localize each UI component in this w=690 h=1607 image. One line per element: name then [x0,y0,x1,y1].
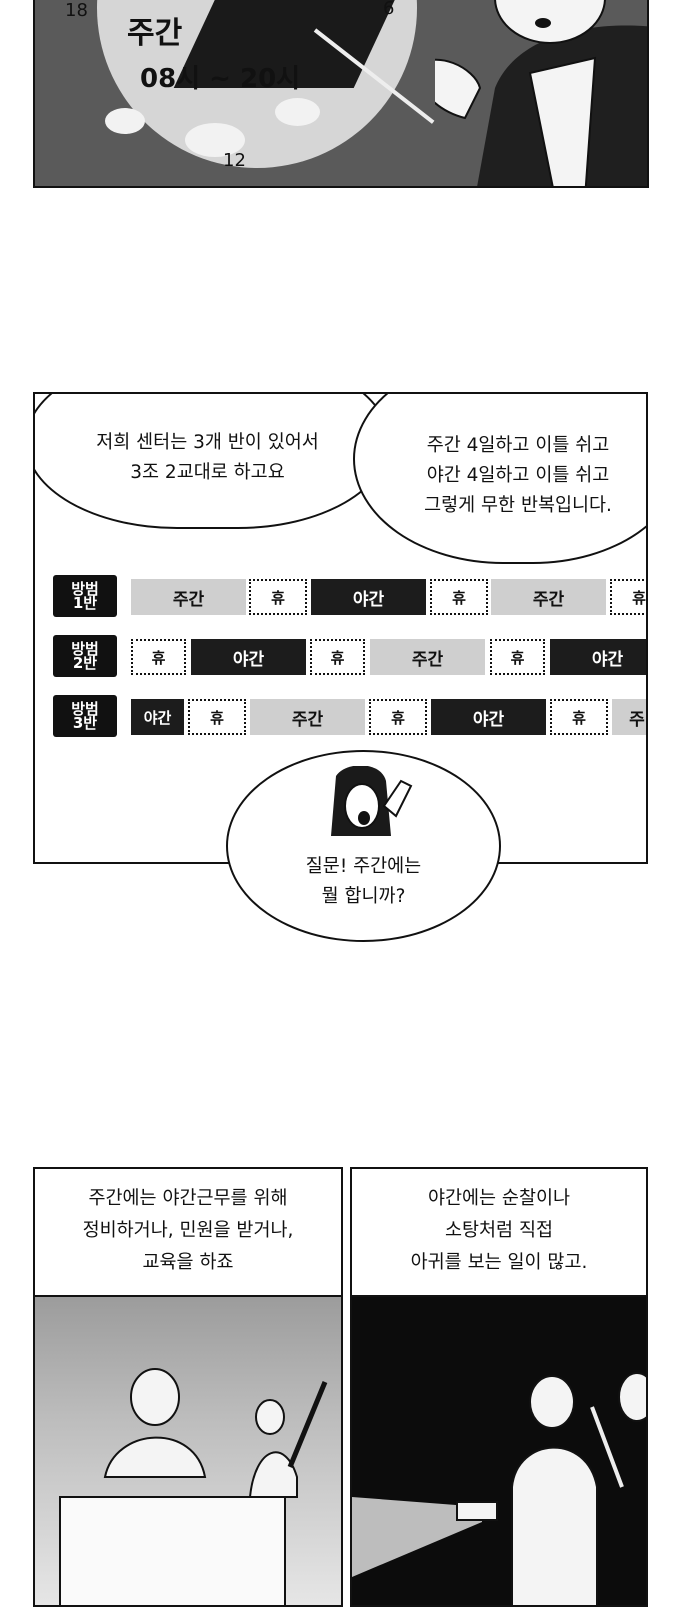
shift-hours: 08시 ~ 20시 [140,64,301,94]
speech-bubble-teams: 저희 센터는 3개 반이 있어서 3조 2교대로 하고요 [35,394,390,529]
segment-off: 휴 [550,699,608,735]
segment-day: 주간 [491,579,606,615]
panel-day-duty: 주간에는 야간근무를 위해 정비하거나, 민원을 받거나, 교육을 하죠 [33,1167,343,1607]
speech-bubble-question: 질문! 주간에는 뭘 합니까? [226,750,501,942]
patrol-illustration [352,1372,646,1605]
schedule-row-team3: 방범 3반 야간 휴 주간 휴 야간 휴 주 [53,695,646,737]
bubble-line: 그렇게 무한 반복입니다. [424,495,612,516]
panel-night-duty: 야간에는 순찰이나 소탕처럼 직접 아귀를 보는 일이 많고. [350,1167,648,1607]
clock-number-12: 12 [223,150,246,171]
caption-line: 아귀를 보는 일이 많고. [410,1252,588,1273]
segment-day: 주간 [250,699,365,735]
team-badge: 방범 3반 [53,695,117,737]
segment-off: 휴 [369,699,427,735]
bubble-line: 야간 4일하고 이틀 쉬고 [426,465,610,486]
bubble-line: 3조 2교대로 하고요 [130,462,285,483]
segment-night: 야간 [191,639,306,675]
segment-off: 휴 [188,699,246,735]
bubble-line: 저희 센터는 3개 반이 있어서 [96,432,319,453]
segment-day: 주 [612,699,646,735]
bubble-line: 뭘 합니까? [321,886,406,907]
cloud-illustration [105,108,145,134]
cloud-illustration [275,98,320,126]
speech-bubble-rotation: 주간 4일하고 이틀 쉬고 야간 4일하고 이틀 쉬고 그렇게 무한 반복입니다… [353,394,646,564]
cloud-illustration [185,123,245,157]
caption-box: 주간에는 야간근무를 위해 정비하거나, 민원을 받거나, 교육을 하죠 [35,1169,341,1297]
segment-off: 휴 [249,579,307,615]
student-illustration [331,766,413,836]
segment-off: 휴 [430,579,488,615]
segment-night: 야간 [431,699,546,735]
caption-line: 주간에는 야간근무를 위해 [88,1188,288,1209]
segment-day: 주간 [131,579,246,615]
segment-off: 휴 [610,579,646,615]
bubble-line: 질문! 주간에는 [305,856,422,877]
office-illustration [59,1368,328,1605]
segment-night: 야간 [311,579,426,615]
clock-number-18: 18 [65,0,88,21]
officer-illustration [435,0,647,186]
segment-night: 야간 [550,639,646,675]
caption-box: 야간에는 순찰이나 소탕처럼 직접 아귀를 보는 일이 많고. [352,1169,646,1297]
schedule-row-team1: 방범 1반 주간 휴 야간 휴 주간 휴 [53,575,646,617]
segment-off: 휴 [131,639,186,675]
segment-day: 주간 [370,639,485,675]
clock-number-6: 6 [383,0,395,19]
shift-label: 주간 [127,16,183,51]
segment-night: 야간 [131,699,184,735]
office-scene [35,1297,341,1605]
caption-line: 야간에는 순찰이나 [427,1188,571,1209]
team-badge: 방범 2반 [53,635,117,677]
caption-line: 교육을 하죠 [142,1252,234,1273]
panel-clock: 18 6 12 주간 08시 ~ 20시 [33,0,649,188]
caption-line: 정비하거나, 민원을 받거나, [82,1220,294,1241]
schedule-row-team2: 방범 2반 휴 야간 휴 주간 휴 야간 [53,635,646,677]
caption-line: 소탕처럼 직접 [444,1220,553,1241]
patrol-scene [352,1297,646,1605]
segment-off: 휴 [310,639,365,675]
team-badge: 방범 1반 [53,575,117,617]
bubble-line: 주간 4일하고 이틀 쉬고 [426,435,610,456]
segment-off: 휴 [490,639,545,675]
